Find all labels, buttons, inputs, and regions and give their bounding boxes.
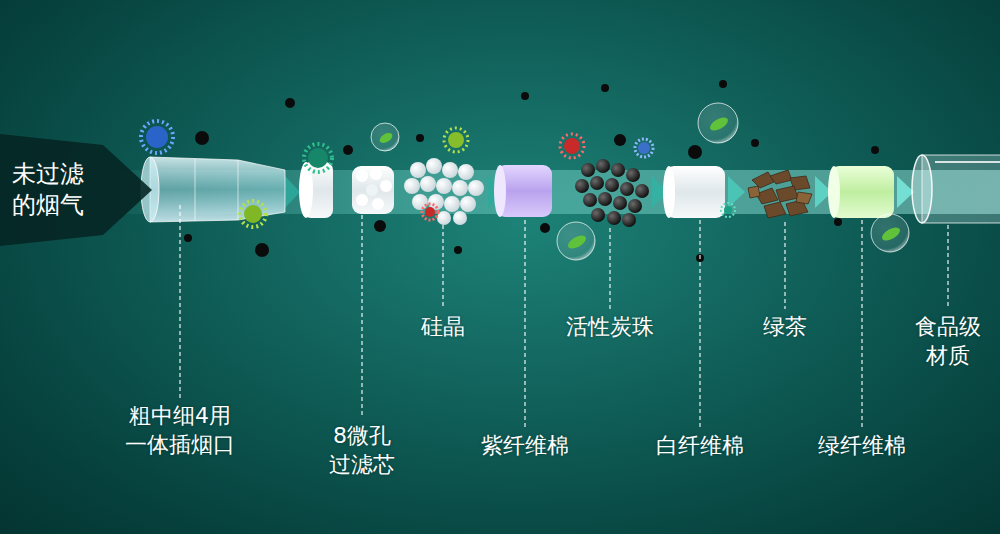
soot-particles	[184, 80, 879, 262]
part-label: 8微孔 过滤芯	[329, 422, 395, 479]
silicon-crystal	[404, 158, 484, 225]
part-label: 活性炭珠	[566, 313, 654, 342]
green-fiber-cotton	[828, 166, 894, 218]
filter-cap	[299, 162, 333, 218]
part-label: 白纤维棉	[656, 432, 744, 461]
germs	[141, 121, 735, 227]
arrow-text: 未过滤 的烟气	[12, 159, 84, 221]
white-fiber-cotton	[663, 166, 725, 218]
leaf-bubbles	[371, 103, 909, 260]
leader-lines	[180, 205, 948, 428]
mouthpiece	[141, 157, 285, 222]
part-label: 粗中细4用 一体插烟口	[125, 402, 235, 459]
food-grade-tube	[912, 155, 1000, 223]
activated-carbon-beads	[575, 159, 649, 227]
part-label: 紫纤维棉	[481, 432, 569, 461]
input-arrow: 未过滤 的烟气	[0, 134, 152, 246]
part-label: 硅晶	[421, 313, 465, 342]
green-tea-leaves	[748, 170, 812, 218]
part-label: 绿纤维棉	[818, 432, 906, 461]
micro-hole-core	[352, 166, 394, 214]
arrow-shape	[0, 134, 152, 246]
part-label: 绿茶	[763, 313, 807, 342]
purple-fiber-cotton	[494, 165, 552, 217]
part-label: 食品级 材质	[915, 313, 981, 370]
